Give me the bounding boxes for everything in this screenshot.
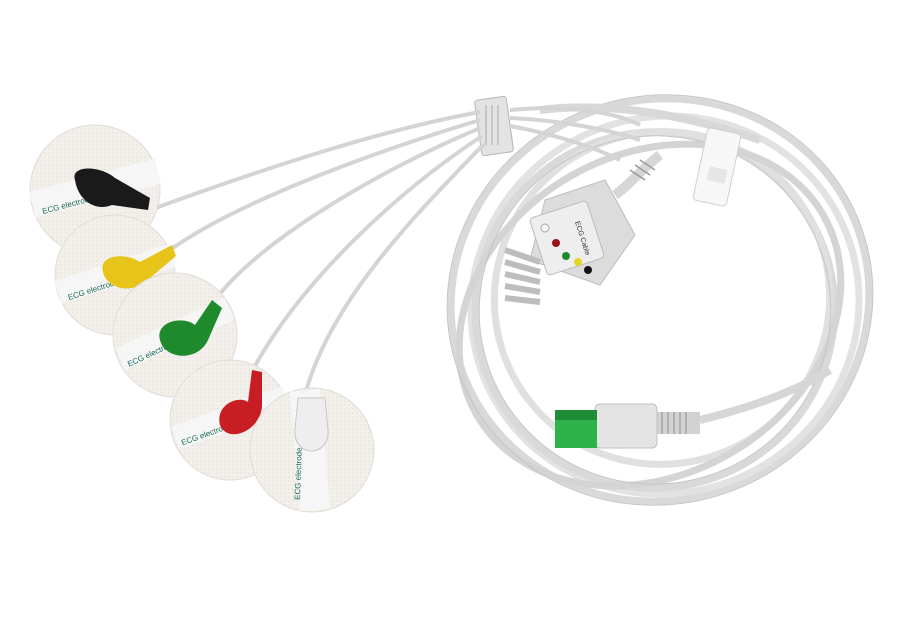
trunk-plug <box>555 366 833 449</box>
lead-sleeve <box>474 95 514 157</box>
lead-dot-rl <box>584 266 592 274</box>
lead-dot-la <box>562 252 570 260</box>
cable-tie <box>692 127 742 207</box>
electrode-3: ECG electrode <box>112 272 238 398</box>
svg-text:ECG electrode: ECG electrode <box>293 447 304 500</box>
cable-coil <box>447 95 873 505</box>
junction-box: ECG Cable <box>529 179 636 286</box>
lead-dot-c <box>540 223 550 233</box>
electrode-5: ECG electrode <box>249 387 375 513</box>
lead-dot-ra <box>552 239 560 247</box>
lead-dot-ll <box>574 258 582 266</box>
